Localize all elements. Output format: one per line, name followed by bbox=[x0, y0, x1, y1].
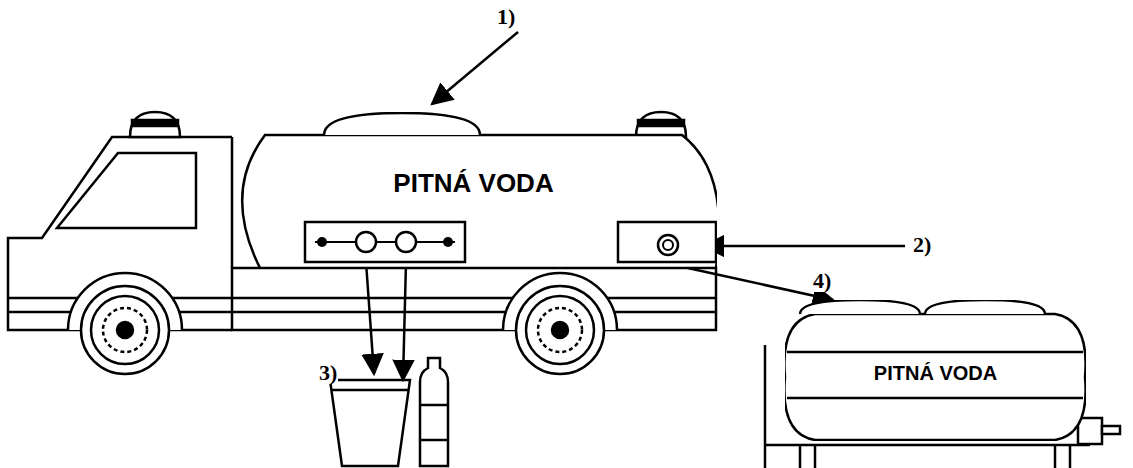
tank-label: PITNÁ VODA bbox=[785, 362, 1086, 385]
callout-number: 2) bbox=[912, 234, 932, 256]
callout-number: 3) bbox=[318, 362, 338, 384]
callout-number: 4) bbox=[812, 270, 832, 292]
tank-label: PITNÁ VODA bbox=[230, 168, 717, 199]
tank-truck: PITNÁ VODA bbox=[230, 112, 717, 268]
callout-number: 1) bbox=[496, 6, 516, 28]
water-tank: PITNÁ VODA bbox=[785, 300, 1086, 441]
hose-arrow bbox=[688, 268, 833, 300]
